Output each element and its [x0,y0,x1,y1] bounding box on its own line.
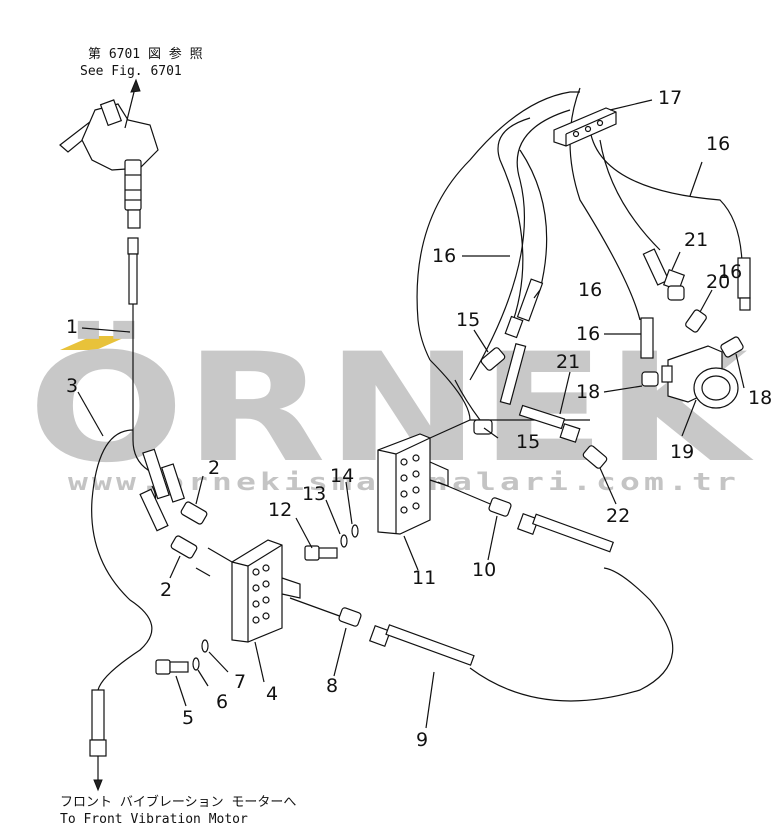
see-fig-note-jp: 第 6701 図 参 照 [88,46,203,62]
callout-20: 20 [706,271,730,293]
fitting-18a [641,371,659,387]
callout-21b: 21 [556,351,580,373]
control-valve [59,99,159,229]
callout-16e: 16 [718,261,742,283]
callout-16d: 16 [706,133,730,155]
pipe-21b [662,268,686,301]
callout-16a: 16 [432,245,456,267]
callout-13: 13 [302,483,326,505]
callout-18b: 18 [748,387,772,409]
hoses-16 [416,87,751,421]
callout-19: 19 [670,441,694,463]
bolt-12 [304,545,338,561]
fitting-18b [720,336,744,358]
washer-14 [351,524,359,538]
callout-15b: 15 [516,431,540,453]
callout-4: 4 [266,683,278,705]
leader-8 [289,597,346,619]
callout-18a: 18 [576,381,600,403]
fitting-8 [338,607,362,627]
callout-5: 5 [182,707,194,729]
callout-7: 7 [234,671,246,693]
bolt-5 [155,659,189,675]
see-fig-note-en: See Fig. 6701 [80,64,182,79]
callout-6: 6 [216,691,228,713]
watermark-accent [60,336,128,350]
junction-block-17 [553,107,617,147]
callout-12: 12 [268,499,292,521]
manifold-block-4 [195,539,301,643]
callout-1: 1 [66,316,78,338]
washer-13 [340,534,348,548]
hose-9 [368,567,674,702]
hose-10 [516,512,615,553]
callout-2a: 2 [208,457,220,479]
callout-9: 9 [416,729,428,751]
callout-16b: 16 [578,279,602,301]
fitting-15a [480,347,506,371]
hose-16-short [499,342,527,406]
leader-lines [77,99,745,729]
fittings-2 [139,488,208,559]
callout-15a: 15 [456,309,480,331]
pipe-21a [518,404,581,443]
callout-labels: 1 2 2 3 4 5 6 7 8 9 10 11 12 13 14 15 15… [66,87,772,751]
washer-6 [192,657,200,671]
callout-3: 3 [66,375,78,397]
fitting-10 [488,497,512,517]
hose-15-link [454,379,481,421]
callout-10: 10 [472,559,496,581]
callout-16c: 16 [576,323,600,345]
elbow-22 [582,445,608,469]
destination-note-en: To Front Vibration Motor [60,812,248,827]
callout-17: 17 [658,87,682,109]
callout-8: 8 [326,675,338,697]
manifold-block-11 [377,433,449,535]
callout-21a: 21 [684,229,708,251]
destination-note-jp: フロント バイブレーション モーターへ [60,794,296,810]
arrow-head-icon [130,78,141,93]
hose-1 [127,237,186,503]
motor-19 [661,345,739,409]
elbow-20 [685,309,707,333]
callout-2b: 2 [160,579,172,601]
callout-11: 11 [412,567,436,589]
hose-3 [89,429,157,792]
down-arrow-icon [93,779,103,792]
callout-14: 14 [330,465,354,487]
callout-22: 22 [606,505,630,527]
washer-7 [201,639,209,653]
leader-10 [437,481,496,507]
